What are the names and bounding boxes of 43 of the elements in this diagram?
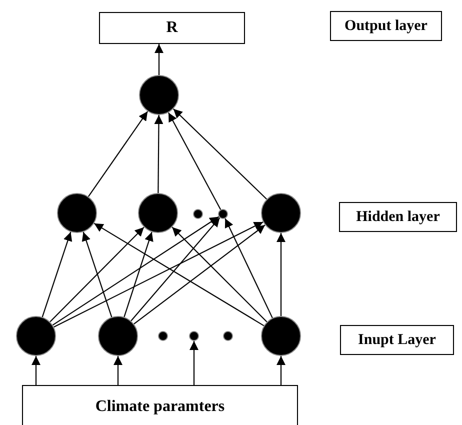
neuron-circle [158,331,168,341]
arrow [82,232,112,318]
neuron-circle [189,331,199,341]
arrow [124,232,154,318]
arrow [32,356,40,385]
neuron-circle [223,331,233,341]
neuron-circle [261,193,301,233]
arrow [88,111,148,197]
arrow [50,226,144,322]
arrow [168,112,222,210]
node-label: Hidden layer [356,208,440,226]
neuron-circle [261,316,301,356]
arrow [224,218,273,318]
node-label: Inupt Layer [358,332,436,348]
text-box [340,325,454,355]
arrow [94,222,264,326]
text-box [22,385,298,425]
arrow [154,44,164,75]
neuron-circle [98,316,138,356]
text-box [330,11,442,41]
neuron-circle [138,193,178,233]
arrow [114,356,122,385]
arrow [276,356,286,385]
neuron-circle [16,316,56,356]
arrow [154,115,164,193]
neuron-circle [139,75,179,115]
arrow [172,226,268,322]
neuron-circle [193,209,203,219]
node-label: R [166,19,178,37]
arrow [54,221,264,328]
node-label: Output layer [344,18,428,34]
arrow [134,224,266,324]
node-label: Climate paramters [95,398,225,416]
arrow [276,233,286,316]
neuron-circle [218,209,228,219]
arrow [130,217,220,322]
arrow [190,341,198,385]
arrow [42,232,72,318]
text-box [99,12,245,44]
text-box [339,202,457,232]
arrow [173,108,267,200]
neuron-circle [57,193,97,233]
arrow [52,216,220,326]
